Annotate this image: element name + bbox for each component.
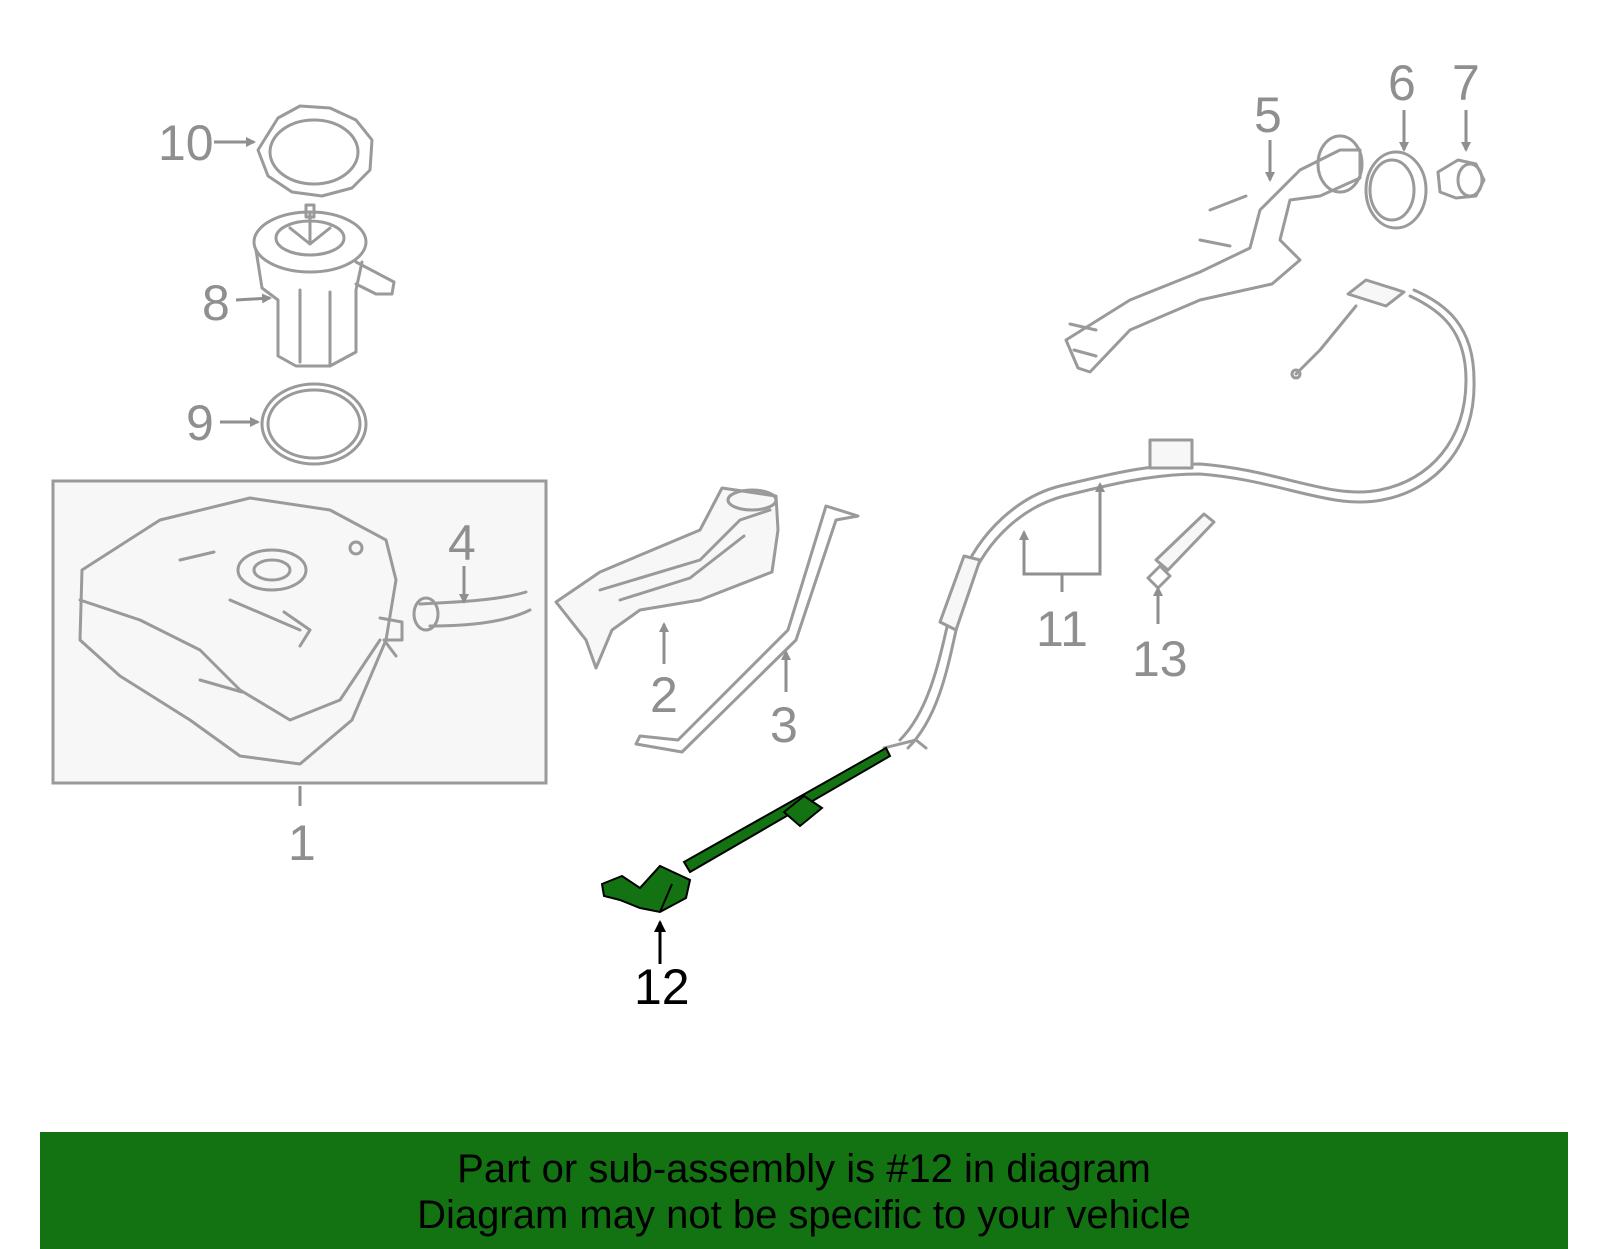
part-6-seal	[1364, 150, 1428, 230]
footer-banner: Part or sub-assembly is #12 in diagram D…	[40, 1132, 1568, 1249]
part-11-cable	[882, 278, 1476, 750]
part-10-lock-ring	[256, 104, 374, 198]
part-4-hose	[412, 590, 532, 632]
part-8-fuel-pump	[252, 203, 396, 368]
callout-bracket-11	[1022, 488, 1102, 576]
part-5-filler-neck	[1064, 134, 1364, 374]
callout-5[interactable]: 5	[1254, 87, 1282, 143]
part-2-heat-shield	[554, 486, 780, 670]
part-3-strap	[634, 504, 860, 754]
footer-line-1: Part or sub-assembly is #12 in diagram	[457, 1147, 1151, 1191]
footer-line-2: Diagram may not be specific to your vehi…	[417, 1193, 1191, 1237]
callout-7[interactable]: 7	[1452, 55, 1480, 111]
part-1-fuel-tank	[78, 496, 404, 766]
callout-12[interactable]: 12	[634, 959, 690, 1015]
callout-11[interactable]: 11	[1036, 601, 1088, 657]
callout-8[interactable]: 8	[202, 275, 230, 331]
part-13-clip	[1146, 512, 1216, 590]
callout-13[interactable]: 13	[1132, 631, 1188, 687]
callout-9[interactable]: 9	[186, 395, 214, 451]
callout-10[interactable]: 10	[158, 115, 214, 171]
callout-6[interactable]: 6	[1388, 55, 1416, 111]
part-12-highlighted[interactable]	[600, 746, 892, 914]
callout-4[interactable]: 4	[448, 515, 476, 571]
callout-leader-8	[235, 293, 272, 304]
part-7-cap	[1436, 158, 1486, 200]
part-9-gasket	[260, 382, 368, 466]
callout-2[interactable]: 2	[650, 667, 678, 723]
callout-1[interactable]: 1	[288, 815, 316, 871]
callout-3[interactable]: 3	[770, 697, 798, 753]
